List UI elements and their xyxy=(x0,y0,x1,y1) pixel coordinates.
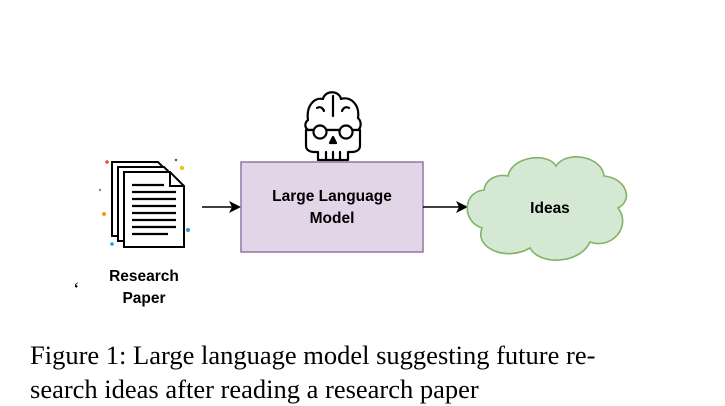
brain-skull-icon xyxy=(304,91,362,162)
input-label-line-1: Research xyxy=(109,268,179,285)
caption-line-2: search ideas after reading a research pa… xyxy=(30,374,479,404)
documents-icon xyxy=(98,158,190,248)
model-box xyxy=(240,161,424,253)
cloud-icon xyxy=(466,156,628,261)
output-label: Ideas xyxy=(530,200,570,217)
workflow-diagram: Research Paper Large Language Model xyxy=(98,91,628,307)
caption-line-1: Figure 1: Large language model suggestin… xyxy=(30,340,596,370)
figure-caption: Figure 1: Large language model suggestin… xyxy=(30,338,702,406)
stray-quote-mark: ‘ xyxy=(73,279,80,301)
arrow-model-to-ideas xyxy=(423,201,468,213)
model-label-line-1: Large Language xyxy=(272,188,392,205)
input-label-line-2: Paper xyxy=(122,290,165,307)
model-label-line-2: Model xyxy=(310,210,355,227)
arrow-input-to-model xyxy=(202,201,241,213)
